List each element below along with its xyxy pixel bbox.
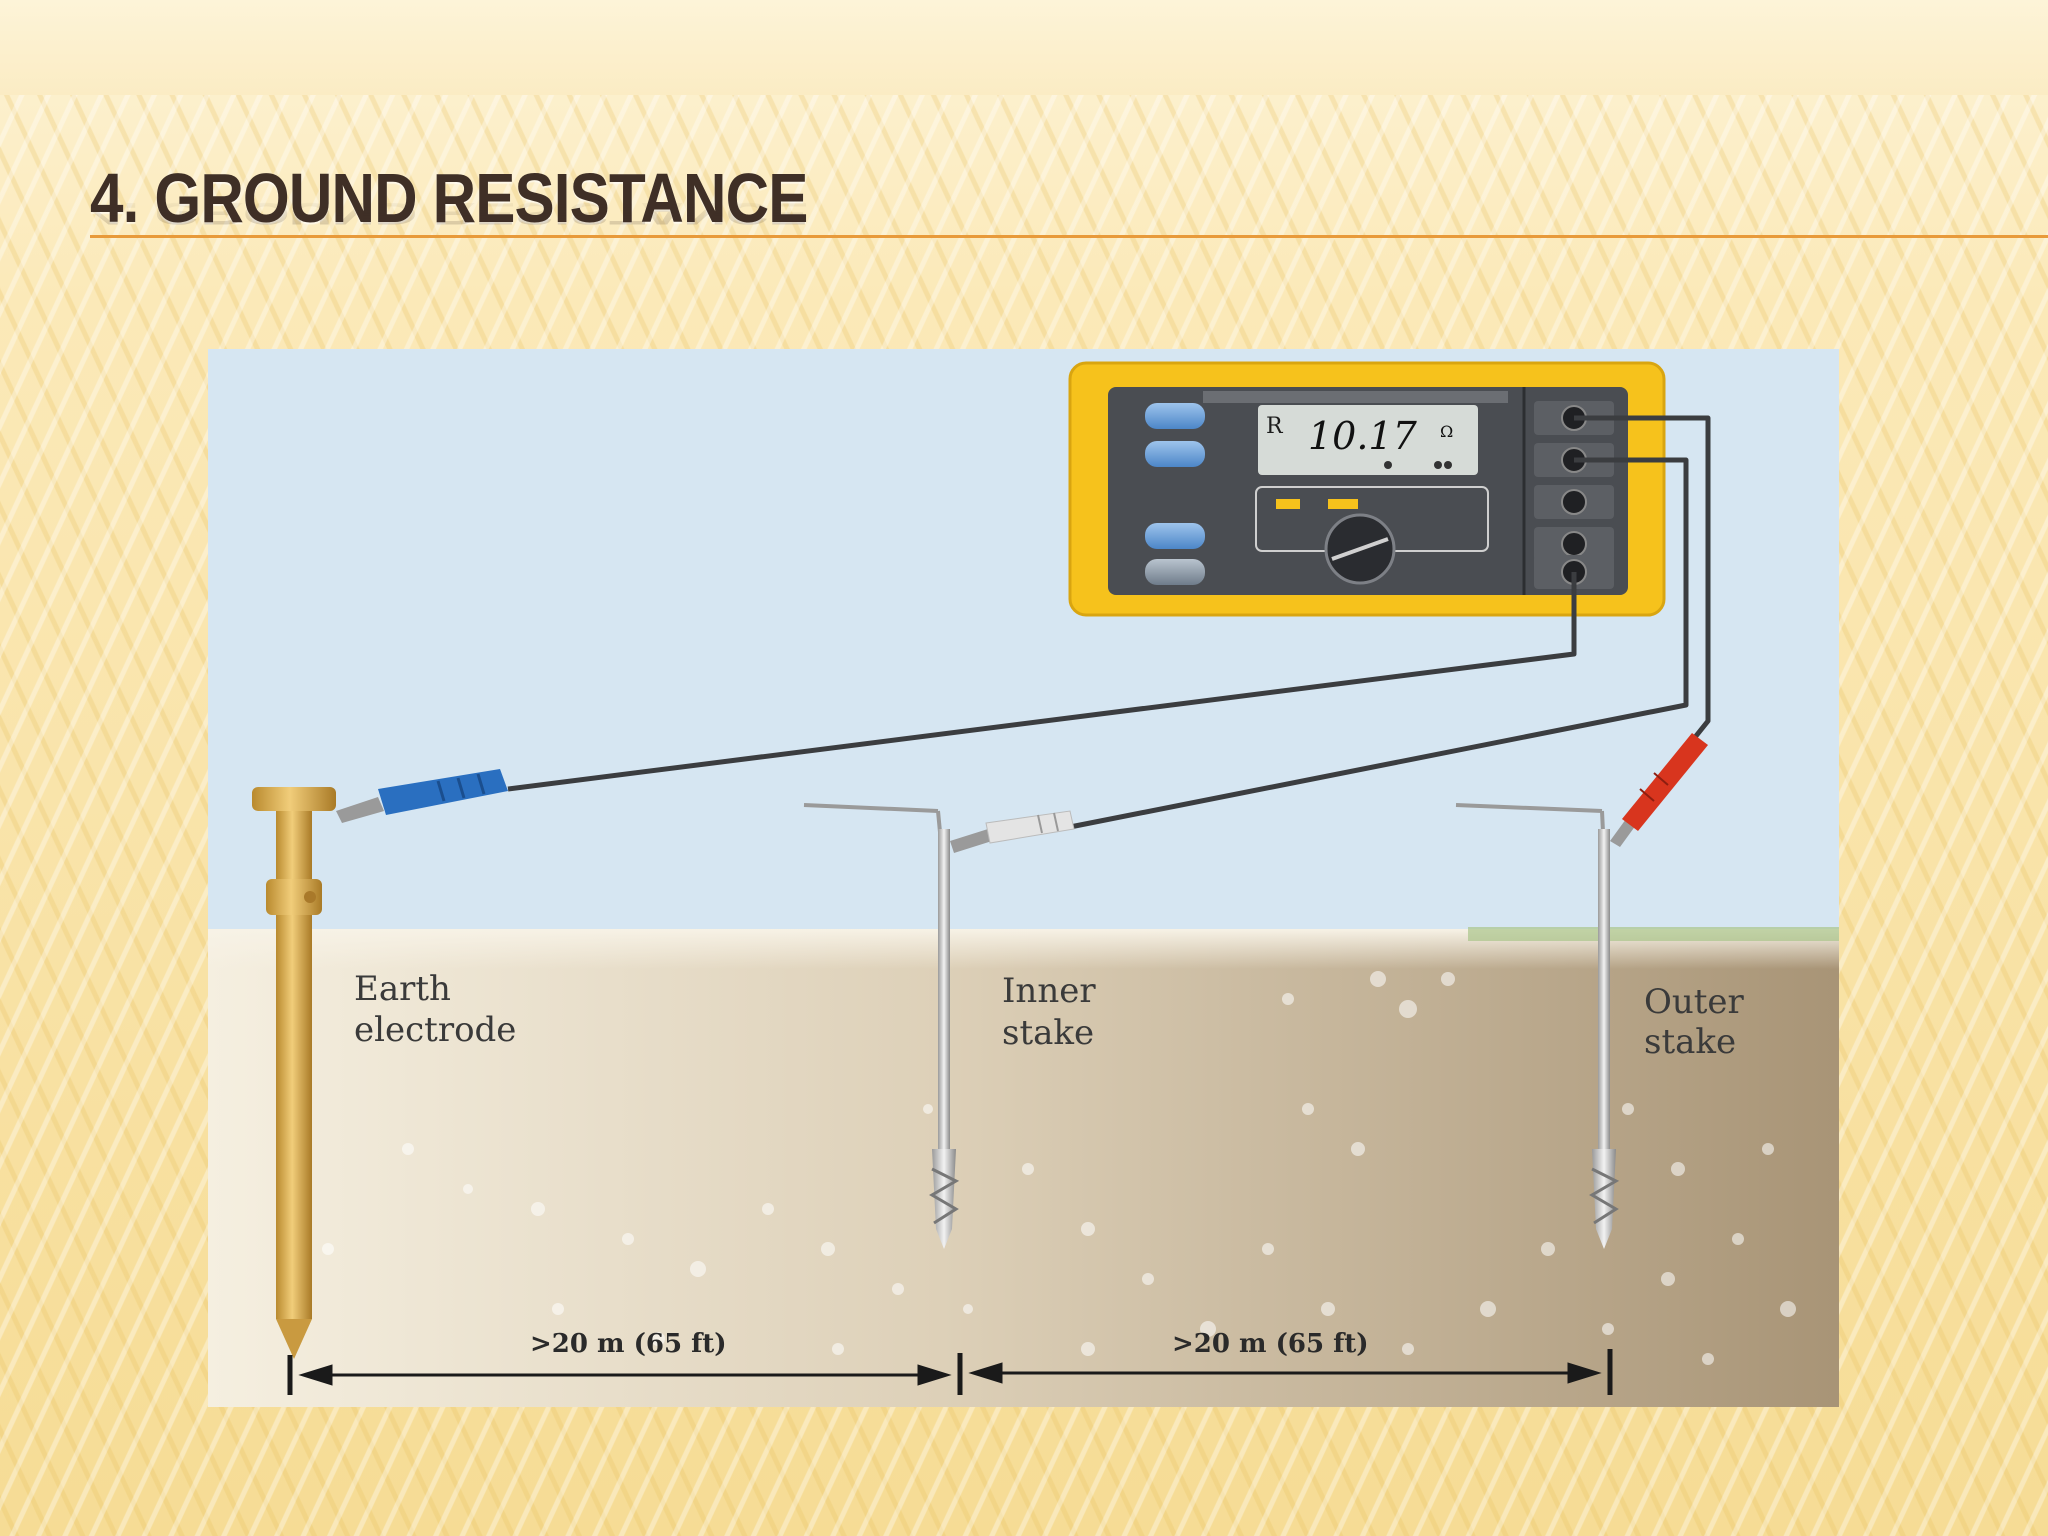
- slide-title: 4. GROUND RESISTANCE: [90, 159, 808, 237]
- meter-button-2: [1145, 441, 1205, 467]
- meter-display-reading: 10.17: [1308, 414, 1418, 458]
- inner-stake-label-line2: stake: [1002, 1013, 1094, 1053]
- ground-resistance-meter: R 10.17 Ω: [1068, 361, 1666, 617]
- ground-resistance-diagram: R 10.17 Ω: [208, 349, 1839, 1407]
- spacing-label-1: >20 m (65 ft): [530, 1329, 727, 1359]
- inner-stake: [803, 803, 960, 1249]
- earth-electrode-label-line2: electrode: [354, 1010, 516, 1050]
- grass-strip: [1468, 927, 1839, 941]
- meter-display-unit: Ω: [1440, 422, 1453, 441]
- meter-button-1: [1145, 403, 1205, 429]
- slide-title-reflection: 4. GROUND RESISTANCE: [90, 196, 808, 232]
- meter-display: [1258, 405, 1478, 475]
- lead-wires: [507, 415, 1711, 830]
- meter-button-3: [1145, 523, 1205, 549]
- earth-lead-wire: [507, 572, 1577, 792]
- earth-electrode: [252, 787, 336, 1359]
- outer-clip: [1610, 733, 1708, 847]
- inner-stake-label-line1: Inner: [1002, 971, 1096, 1011]
- meter-display-prefix: R: [1266, 414, 1284, 439]
- outer-stake: [1455, 803, 1620, 1249]
- title-underline: [90, 235, 2048, 238]
- outer-stake-label-line1: Outer: [1644, 982, 1745, 1022]
- outer-stake-label-line2: stake: [1644, 1022, 1736, 1062]
- inner-lead-wire: [1069, 457, 1689, 830]
- earth-electrode-label-line1: Earth: [354, 969, 451, 1009]
- meter-button-4: [1145, 559, 1205, 585]
- dimension-lines: [287, 1349, 1613, 1395]
- earth-clip: [336, 769, 508, 823]
- spacing-label-2: >20 m (65 ft): [1172, 1329, 1369, 1359]
- inner-clip: [950, 810, 1075, 853]
- slide-top-band: [0, 0, 2048, 95]
- outer-lead-wire: [1574, 415, 1711, 743]
